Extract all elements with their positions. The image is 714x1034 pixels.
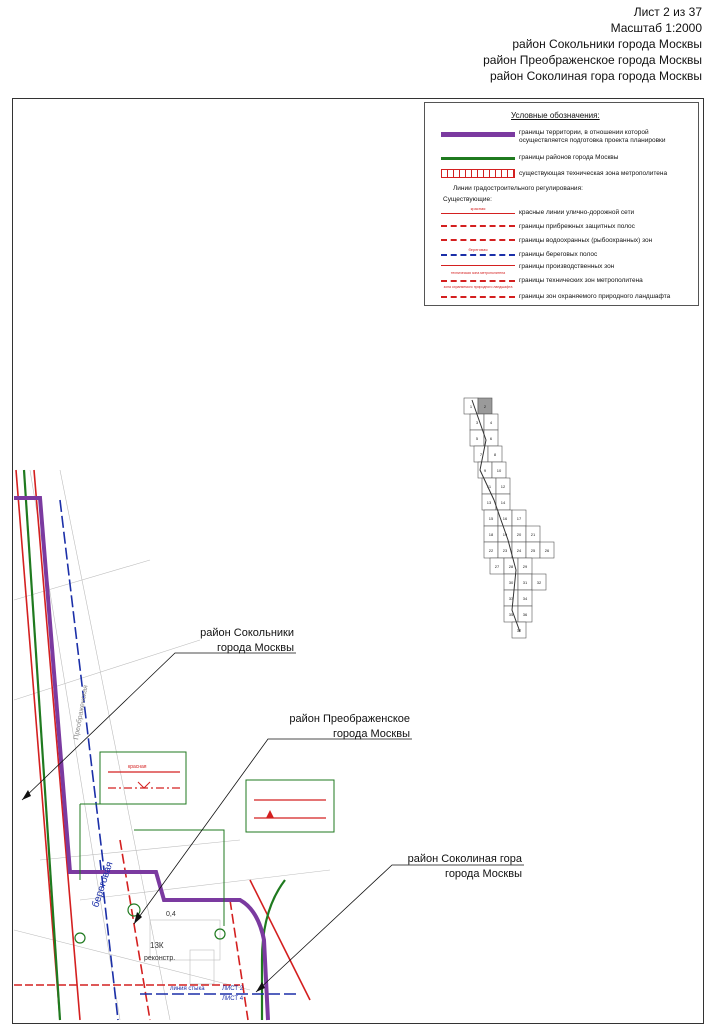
index-sheet-label: 28 bbox=[509, 564, 514, 569]
index-sheet-label: 17 bbox=[517, 516, 522, 521]
legend-section: Линии градостроительного регулирования: bbox=[453, 185, 583, 192]
index-sheet-label: 13 bbox=[487, 500, 492, 505]
index-sheet-label: 29 bbox=[523, 564, 528, 569]
index-sheet-label: 10 bbox=[497, 468, 502, 473]
legend-item-project-boundary: границы территории, в отношении которой … bbox=[425, 129, 698, 144]
sheet-number: Лист 2 из 37 bbox=[633, 5, 702, 19]
index-sheet-label: 7 bbox=[480, 452, 483, 457]
index-sheet-label: 11 bbox=[487, 484, 492, 489]
index-sheet-label: 19 bbox=[503, 532, 508, 537]
project-boundary bbox=[14, 496, 270, 1021]
legend-item-district-boundary: границы районов города Москвы bbox=[425, 153, 698, 165]
index-sheet-label: 20 bbox=[517, 532, 522, 537]
district-title-2: район Преображенское города Москвы bbox=[483, 53, 702, 67]
legend-item-landscape: зона охраняемого природного ландшафта гр… bbox=[425, 285, 698, 303]
index-sheet-label: 5 bbox=[476, 436, 479, 441]
purple-line-swatch bbox=[441, 132, 515, 137]
index-sheet-label: 33 bbox=[509, 596, 514, 601]
sheet-ref-b: ЛИСТ 4 bbox=[222, 996, 244, 1002]
index-sheet-label: 34 bbox=[523, 596, 528, 601]
index-sheet-label: 26 bbox=[545, 548, 550, 553]
index-sheet-label: 35 bbox=[509, 612, 514, 617]
detail-box-1 bbox=[108, 771, 180, 789]
callout-preobrazhenskoe: район Преображенское города Москвы bbox=[289, 713, 410, 740]
legend: Условные обозначения: границы территории… bbox=[424, 102, 699, 306]
index-sheet-label: 22 bbox=[489, 548, 494, 553]
index-sheet-label: 30 bbox=[509, 580, 514, 585]
legend-item-coastal-protection: границы прибрежных защитных полос bbox=[425, 221, 698, 233]
index-sheet-label: 12 bbox=[501, 484, 506, 489]
legend-item-red-lines: красная красные линии улично-дорожной се… bbox=[425, 206, 698, 219]
joint-line-label: линия стыка bbox=[170, 986, 205, 992]
green-line-swatch bbox=[441, 157, 515, 160]
index-sheet-label: 1 bbox=[470, 404, 473, 409]
scale-label: Масштаб 1:2000 bbox=[610, 21, 702, 35]
callout-arrowheads bbox=[22, 790, 265, 992]
index-sheet-label: 27 bbox=[495, 564, 500, 569]
shore-lines bbox=[59, 499, 300, 1021]
legend-item-industrial: границы производственных зон bbox=[425, 261, 698, 273]
index-sheet-label: 9 bbox=[484, 468, 487, 473]
map-frame bbox=[12, 98, 704, 1024]
index-sheet-label: 32 bbox=[537, 580, 542, 585]
index-sheet-label: 6 bbox=[490, 436, 493, 441]
index-sheet-label: 2 bbox=[484, 404, 487, 409]
index-sheet-label: 24 bbox=[517, 548, 522, 553]
index-sheet-32 bbox=[531, 573, 547, 591]
legend-subsection: Существующие: bbox=[443, 196, 492, 203]
detail-frames bbox=[79, 751, 335, 926]
index-sheet-label: 31 bbox=[523, 580, 528, 585]
metro-zone-swatch bbox=[441, 169, 515, 178]
legend-title: Условные обозначения: bbox=[511, 111, 600, 120]
index-sheet-label: 16 bbox=[503, 516, 508, 521]
index-sheet-label: 36 bbox=[523, 612, 528, 617]
district-title-1: район Сокольники города Москвы bbox=[512, 37, 702, 51]
callout-leaders bbox=[21, 652, 524, 993]
sheet-ref-a: ЛИСТ 2 bbox=[222, 986, 244, 992]
district-title-3: район Соколиная гора города Москвы bbox=[489, 69, 702, 83]
area-label: 0,4 bbox=[166, 911, 176, 918]
index-sheet-26 bbox=[539, 541, 555, 559]
index-sheet-label: 15 bbox=[489, 516, 494, 521]
sheet-header: Лист 2 из 37 Масштаб 1:2000 район Соколь… bbox=[483, 4, 702, 84]
index-sheet-label: 14 bbox=[501, 500, 506, 505]
index-sheet-label: 18 bbox=[489, 532, 494, 537]
legend-item-water-protection: границы водоохранных (рыбоохранных) зон bbox=[425, 235, 698, 247]
index-sheet-label: 25 bbox=[531, 548, 536, 553]
callout-sokolinaya: район Соколиная гора города Москвы bbox=[407, 853, 522, 880]
legend-item-shore-strip: береговая границы береговых полос bbox=[425, 247, 698, 261]
marker-circles bbox=[74, 903, 226, 944]
detail-red-label: красная bbox=[128, 764, 147, 770]
legend-item-metro-zone: существующая техническая зона метрополит… bbox=[425, 169, 698, 181]
index-route-line bbox=[471, 399, 521, 633]
shore-label: береговая bbox=[89, 860, 115, 909]
block-note: реконстр. bbox=[144, 955, 175, 962]
block-number: 13К bbox=[150, 941, 164, 950]
district-boundaries bbox=[22, 469, 286, 1021]
index-sheet-label: 23 bbox=[503, 548, 508, 553]
callout-sokolniki: район Сокольники города Москвы bbox=[200, 627, 294, 654]
index-sheet-label: 3 bbox=[476, 420, 479, 425]
index-sheet-label: 21 bbox=[531, 532, 536, 537]
index-sheet-label: 4 bbox=[490, 420, 493, 425]
legend-item-metro-tech: техническая зона метрополитена границы т… bbox=[425, 271, 698, 287]
index-sheet-label: 8 bbox=[494, 452, 497, 457]
detail-box-2 bbox=[254, 799, 326, 819]
